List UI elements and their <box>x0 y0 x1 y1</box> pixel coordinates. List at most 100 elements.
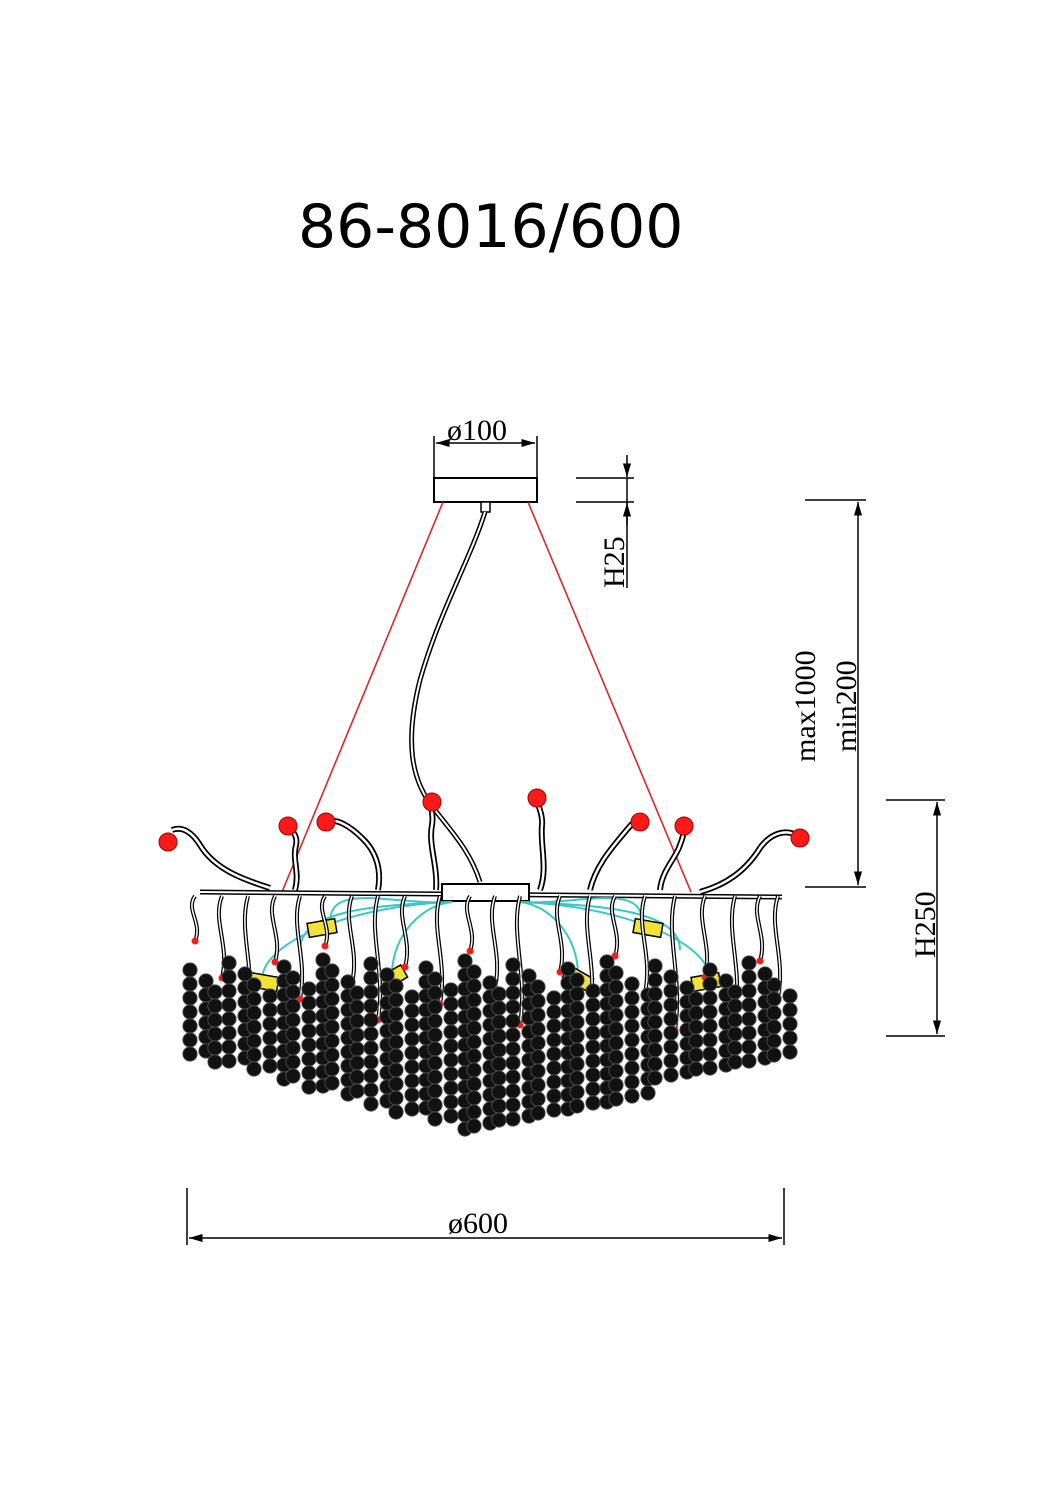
crystal-bead-406 <box>766 1019 782 1035</box>
crystal-bead-104 <box>349 1027 365 1043</box>
suspension-wires <box>281 501 692 893</box>
crystal-bead-361 <box>688 991 704 1007</box>
crystal-bead-197 <box>466 1006 482 1022</box>
crystal-bead-61 <box>285 1026 301 1042</box>
canopy-height-label: H25 <box>598 536 631 588</box>
crystal-bead-27 <box>221 1053 237 1069</box>
crystal-bead-217 <box>491 986 507 1002</box>
body-height-label: H250 <box>909 891 942 958</box>
hook-1-core <box>191 895 198 942</box>
crystal-bead-142 <box>404 1017 420 1033</box>
crystal-bead-141 <box>404 1003 420 1019</box>
crystal-bead-169 <box>427 1097 443 1113</box>
crystal-bead-44 <box>262 1016 278 1032</box>
crystal-bead-289 <box>569 1098 585 1114</box>
arm-6 <box>587 816 642 891</box>
crystal-bead-268 <box>546 1102 562 1118</box>
crystal-bead-345 <box>647 1070 663 1086</box>
crystal-bead-103 <box>349 1013 365 1029</box>
hook-9-core <box>401 895 408 968</box>
crystal-bead-297 <box>585 1081 601 1097</box>
crystal-bead-223 <box>491 1070 507 1086</box>
crystal-bead-164 <box>427 1027 443 1043</box>
crystal-bead-195 <box>466 978 482 994</box>
crystal-bead-62 <box>285 1040 301 1056</box>
crystal-bead-148 <box>404 1101 420 1117</box>
crystal-bead-395 <box>741 1053 757 1069</box>
crystal-bead-252 <box>530 1007 546 1023</box>
crystal-bead-387 <box>727 1054 743 1070</box>
crystal-bead-135 <box>388 1048 404 1064</box>
crystal-bead-315 <box>608 1035 624 1051</box>
crystal-bead-258 <box>530 1091 546 1107</box>
crystal-bead-160 <box>427 971 443 987</box>
canopy-height-dimension <box>576 455 634 588</box>
chandelier-arms <box>170 799 800 895</box>
crystal-bead-198 <box>466 1020 482 1036</box>
crystal-bead-117 <box>363 1068 379 1084</box>
crystal-bead-102 <box>349 999 365 1015</box>
red-crystal-head-4 <box>422 792 442 812</box>
crystal-bead-26 <box>221 1039 237 1055</box>
canopy-cable-clamp <box>480 501 491 513</box>
crystal-bead-5 <box>182 1018 198 1034</box>
crystal-bead-385 <box>727 1026 743 1042</box>
crystal-bead-170 <box>427 1111 443 1127</box>
body-diameter-label: ø600 <box>448 1207 508 1240</box>
hook-tip-9 <box>401 963 409 971</box>
crystal-bead-20 <box>221 955 237 971</box>
arm-8-core <box>699 831 799 894</box>
crystal-bead-263 <box>546 1032 562 1048</box>
crystal-bead-36 <box>246 991 262 1007</box>
arm-1-core <box>171 827 271 890</box>
crystal-bead-174 <box>443 1024 459 1040</box>
crystal-bead-101 <box>349 985 365 1001</box>
crystal-bead-220 <box>491 1028 507 1044</box>
crystal-bead-392 <box>741 1011 757 1027</box>
crystal-bead-261 <box>546 1004 562 1020</box>
crystal-bead-393 <box>741 1025 757 1041</box>
crystal-bead-319 <box>608 1091 624 1107</box>
crystal-bead-85 <box>324 991 340 1007</box>
crystal-bead-167 <box>427 1069 443 1085</box>
crystal-bead-224 <box>491 1084 507 1100</box>
crystal-bead-225 <box>491 1098 507 1114</box>
crystal-bead-140 <box>404 989 420 1005</box>
crystal-bead-173 <box>443 1010 459 1026</box>
crystal-bead-108 <box>349 1083 365 1099</box>
crystal-bead-67 <box>301 1009 317 1025</box>
crystal-bead-296 <box>585 1067 601 1083</box>
crystal-bead-4 <box>182 1004 198 1020</box>
crystal-bead-177 <box>443 1066 459 1082</box>
crystal-bead-336 <box>640 1085 656 1101</box>
crystal-bead-2 <box>182 976 198 992</box>
body-height-dimension <box>886 799 945 1037</box>
crystal-bead-413 <box>782 1044 798 1060</box>
crystal-bead-350 <box>663 1025 679 1041</box>
crystal-bead-91 <box>324 1075 340 1091</box>
crystal-bead-412 <box>782 1030 798 1046</box>
crystal-bead-324 <box>624 1032 640 1048</box>
crystal-bead-288 <box>569 1084 585 1100</box>
crystal-bead-138 <box>388 1090 404 1106</box>
crystal-bead-233 <box>505 1041 521 1057</box>
crystal-bead-43 <box>262 1002 278 1018</box>
crystal-bead-257 <box>530 1077 546 1093</box>
crystal-bead-280 <box>569 972 585 988</box>
crystal-bead-362 <box>688 1005 704 1021</box>
crystal-bead-40 <box>246 1047 262 1063</box>
hook-13-core <box>516 895 523 1026</box>
crystal-bead-221 <box>491 1042 507 1058</box>
inner-cable-3 <box>391 901 453 976</box>
crystal-bead-166 <box>427 1055 443 1071</box>
crystal-bead-84 <box>324 977 340 993</box>
cable-length-dimension <box>805 499 866 888</box>
crystal-bead-403 <box>766 977 782 993</box>
crystal-bead-267 <box>546 1088 562 1104</box>
crystal-bead-227 <box>505 957 521 973</box>
crystal-bead-292 <box>585 1011 601 1027</box>
crystal-bead-290 <box>585 983 601 999</box>
arm-3-core <box>327 819 381 891</box>
arm-1 <box>170 825 271 891</box>
crystal-bead-88 <box>324 1033 340 1049</box>
